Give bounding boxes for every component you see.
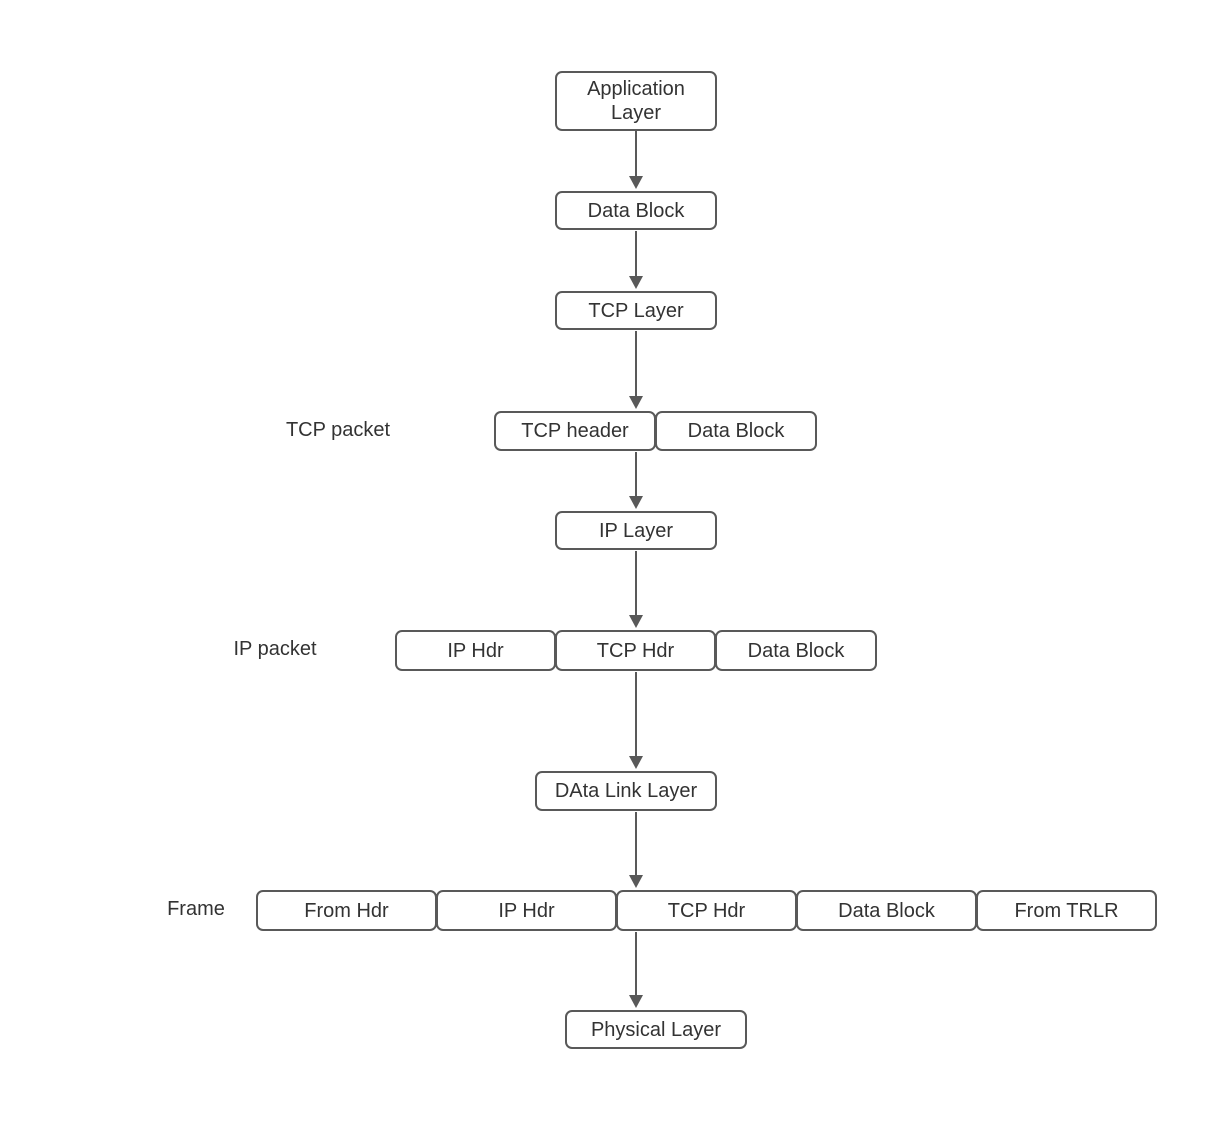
- arrow-shaft: [635, 231, 637, 278]
- node-ip-hdr: IP Hdr: [395, 630, 556, 671]
- arrow-shaft: [635, 452, 637, 498]
- arrow-head-icon: [629, 875, 643, 888]
- label-frame: Frame: [167, 898, 225, 920]
- label-tcp-packet: TCP packet: [285, 419, 391, 441]
- arrow-shaft: [635, 131, 637, 178]
- node-data-block-application: Data Block: [555, 191, 717, 230]
- arrow-head-icon: [629, 276, 643, 289]
- node-data-link-layer: DAta Link Layer: [535, 771, 717, 811]
- arrow-iplayer-to-ippacket: [629, 551, 643, 628]
- node-ip-layer: IP Layer: [555, 511, 717, 550]
- arrow-frame-to-physical: [629, 932, 643, 1008]
- arrow-head-icon: [629, 756, 643, 769]
- node-frame-data-block: Data Block: [796, 890, 977, 931]
- arrow-head-icon: [629, 496, 643, 509]
- arrow-head-icon: [629, 995, 643, 1008]
- node-tcp-data-block: Data Block: [655, 411, 817, 451]
- arrow-ippacket-to-datalink: [629, 672, 643, 769]
- arrow-datablock-to-tcplayer: [629, 231, 643, 289]
- node-frame-from-hdr: From Hdr: [256, 890, 437, 931]
- node-ip-data-block: Data Block: [715, 630, 877, 671]
- label-ip-packet: IP packet: [233, 638, 317, 660]
- node-tcp-header: TCP header: [494, 411, 656, 451]
- node-ip-tcp-hdr: TCP Hdr: [555, 630, 716, 671]
- arrow-datalink-to-frame: [629, 812, 643, 888]
- node-tcp-layer: TCP Layer: [555, 291, 717, 330]
- arrow-head-icon: [629, 615, 643, 628]
- arrow-head-icon: [629, 396, 643, 409]
- arrow-shaft: [635, 672, 637, 758]
- arrow-shaft: [635, 932, 637, 997]
- arrow-shaft: [635, 551, 637, 617]
- node-frame-from-trlr: From TRLR: [976, 890, 1157, 931]
- node-frame-tcp-hdr: TCP Hdr: [616, 890, 797, 931]
- node-frame-ip-hdr: IP Hdr: [436, 890, 617, 931]
- arrow-tcplayer-to-tcppacket: [629, 331, 643, 409]
- arrow-shaft: [635, 331, 637, 398]
- node-physical-layer: Physical Layer: [565, 1010, 747, 1049]
- arrow-tcppacket-to-iplayer: [629, 452, 643, 509]
- arrow-head-icon: [629, 176, 643, 189]
- node-application-layer: Application Layer: [555, 71, 717, 131]
- arrow-application-to-datablock: [629, 131, 643, 189]
- arrow-shaft: [635, 812, 637, 877]
